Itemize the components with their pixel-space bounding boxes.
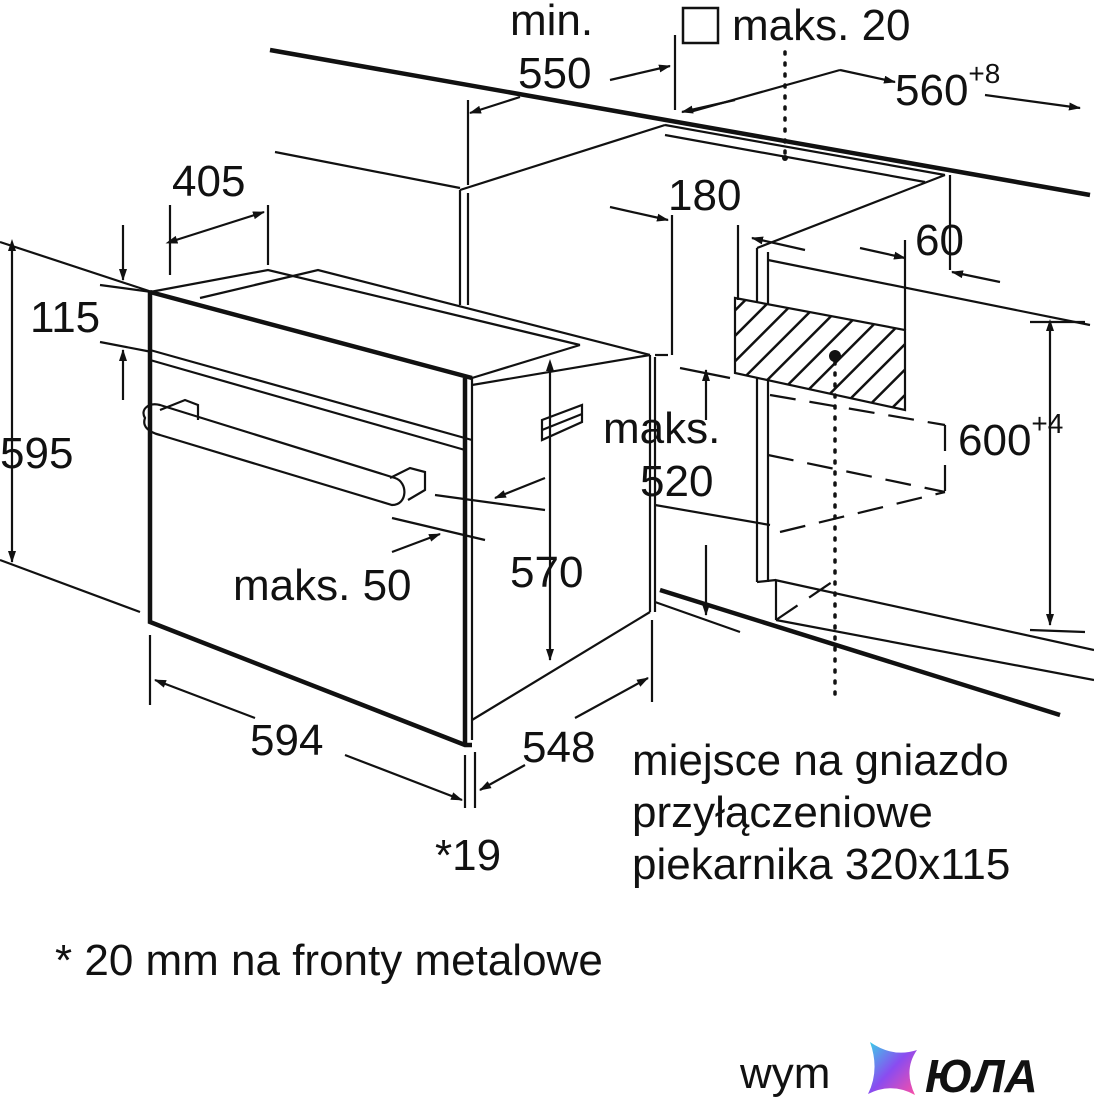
label-115: 115	[30, 293, 100, 342]
label-min: min.	[510, 0, 593, 45]
label-560: 560+8	[895, 58, 1000, 115]
cabinet-niche	[269, 47, 1094, 718]
label-180: 180	[668, 171, 741, 220]
oven	[142, 268, 657, 748]
label-560-value: 560	[895, 66, 968, 115]
label-maks-50: maks. 50	[233, 561, 412, 610]
label-570: 570	[510, 548, 583, 597]
label-19: *19	[435, 831, 501, 880]
label-548: 548	[522, 723, 595, 772]
dimension-lines	[0, 35, 1086, 808]
label-60: 60	[915, 216, 964, 265]
label-600: 600+4	[958, 408, 1063, 465]
label-600-tolerance: +4	[1031, 408, 1063, 439]
socket-note-line-3: piekarnika 320x115	[632, 840, 1010, 889]
vent-center-mark	[782, 155, 788, 161]
label-594: 594	[250, 716, 323, 765]
watermark: wym ЮЛА	[739, 1042, 1038, 1100]
label-600-value: 600	[958, 416, 1031, 465]
label-560-tolerance: +8	[968, 58, 1000, 89]
footnote: * 20 mm na fronty metalowe	[55, 936, 603, 985]
socket-center-dot	[829, 350, 841, 362]
label-maks: maks.	[603, 404, 720, 453]
label-595: 595	[0, 429, 73, 478]
socket-hatch	[733, 296, 907, 412]
watermark-brand: ЮЛА	[925, 1050, 1038, 1100]
label-520: 520	[640, 457, 713, 506]
watermark-logo-icon	[868, 1042, 917, 1095]
label-550: 550	[518, 49, 591, 98]
label-maks-20: maks. 20	[732, 1, 911, 50]
watermark-prefix: wym	[739, 1049, 830, 1098]
socket-note-line-1: miejsce na gniazdo	[632, 736, 1009, 785]
label-405: 405	[172, 157, 245, 206]
socket-note-line-2: przyłączeniowe	[632, 788, 933, 837]
square-icon	[681, 6, 720, 45]
